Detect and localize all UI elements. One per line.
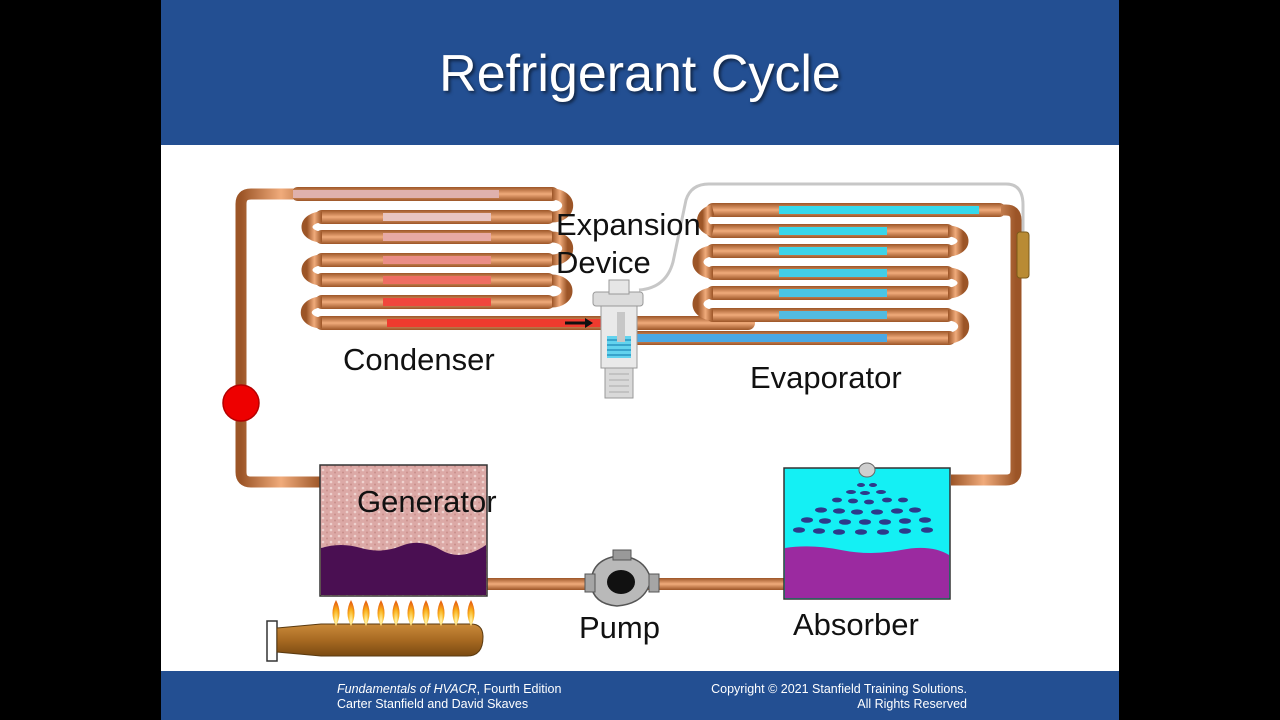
footer-book-line: Fundamentals of HVACR, Fourth Edition [337, 682, 561, 697]
footer-rights: All Rights Reserved [857, 697, 967, 711]
footer-bar [161, 671, 1119, 720]
condenser-coil [291, 187, 755, 330]
burner [266, 620, 484, 662]
generator-label: Generator [357, 484, 497, 519]
absorber-vessel [783, 462, 951, 600]
slide-title: Refrigerant Cycle [439, 45, 841, 103]
condenser-label: Condenser [343, 342, 495, 377]
evaporator-label: Evaporator [750, 360, 902, 395]
footer-copyright-line: Copyright © 2021 Stanfield Training Solu… [711, 682, 967, 696]
status-indicator-dot [222, 384, 260, 422]
generator-vessel [319, 464, 488, 597]
refrigerant-cycle-diagram [222, 182, 1030, 662]
title-bar: Refrigerant Cycle [161, 0, 1119, 145]
absorber-label: Absorber [793, 607, 919, 642]
pump [584, 549, 660, 607]
footer-edition: , Fourth Edition [476, 682, 562, 696]
footer-credits: Fundamentals of HVACR, Fourth Edition Ca… [337, 682, 561, 712]
footer-book-title: Fundamentals of HVACR [337, 682, 477, 696]
expansion-device-label-line1: Expansion [556, 207, 701, 242]
slide: Refrigerant Cycle [161, 0, 1119, 720]
expansion-valve [565, 279, 644, 399]
pump-label: Pump [579, 610, 660, 645]
capillary-tube [638, 182, 1030, 292]
footer-authors: Carter Stanfield and David Skaves [337, 697, 529, 711]
evaporator-coil [621, 203, 1006, 345]
burner-flames [332, 600, 475, 626]
expansion-device-label-line2: Device [556, 245, 651, 280]
footer-copyright: Copyright © 2021 Stanfield Training Solu… [711, 682, 967, 712]
